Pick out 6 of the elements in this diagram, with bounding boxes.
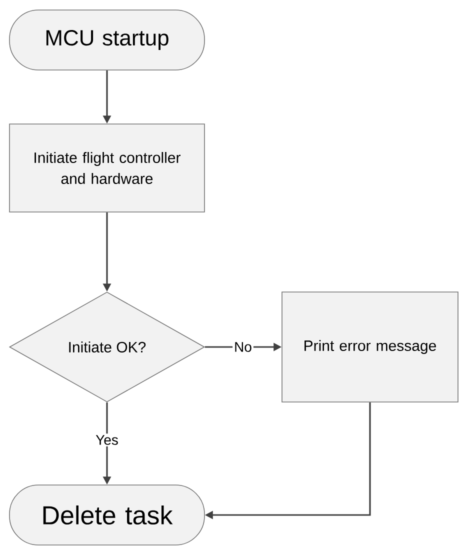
edge-label: Yes <box>94 434 120 446</box>
terminal-pill: Delete task <box>9 484 205 546</box>
edge-label: No <box>232 340 254 354</box>
terminal-pill: MCU startup <box>9 10 205 70</box>
process-box: Initiate flight controller and hardware <box>9 124 205 212</box>
process-box: Print error message <box>282 292 458 402</box>
